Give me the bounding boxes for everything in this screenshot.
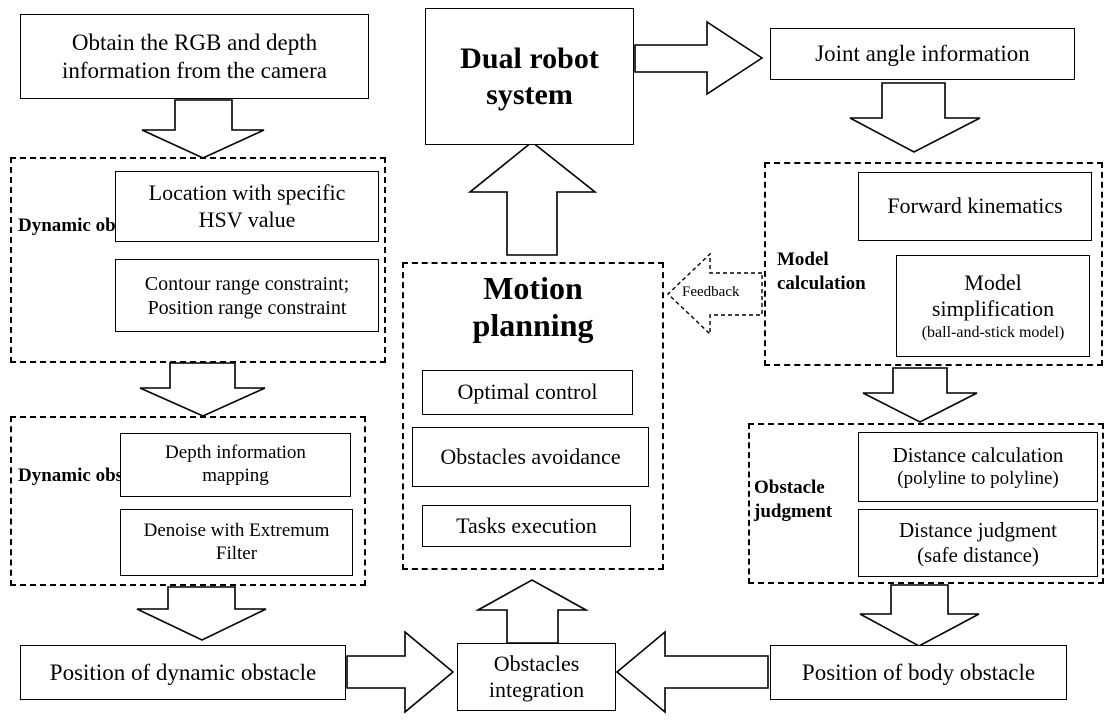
- arrow-integration-to-planning: [474, 579, 590, 644]
- arrow-dynamic-to-integration: [346, 630, 455, 714]
- depth-mapping-text: Depth information mapping: [165, 442, 306, 486]
- arrow-feedback: [666, 252, 763, 336]
- obstacles-integration-text: Obstacles integration: [488, 650, 585, 702]
- safe-distance-text: (safe distance): [917, 543, 1039, 567]
- depth-mapping-box: Depth information mapping: [120, 433, 351, 497]
- position-body-text: Position of body obstacle: [801, 659, 1036, 685]
- optimal-control-text: Optimal control: [457, 379, 598, 405]
- arrow-detection-to-location: [139, 362, 266, 417]
- position-dynamic-text: Position of dynamic obstacle: [49, 659, 317, 685]
- contour-constraint-text: Contour range constraint;: [144, 272, 350, 295]
- tasks-execution-text: Tasks execution: [456, 512, 597, 538]
- motion-planning-group: [402, 262, 664, 570]
- position-body-box: Position of body obstacle: [770, 645, 1067, 700]
- model-simplification-text: Model simplification: [931, 270, 1055, 322]
- obstacle-judgment-label: Obstacle judgment: [754, 477, 833, 522]
- dynamic-detection-group: [10, 157, 386, 363]
- feedback-label: Feedback: [682, 284, 740, 300]
- model-calculation-group: [764, 162, 1103, 366]
- dual-robot-box: Dual robot system: [425, 8, 634, 145]
- forward-kinematics-text: Forward kinematics: [887, 193, 1063, 219]
- distance-judgment-text: Distance judgment: [898, 517, 1058, 542]
- forward-kinematics-box: Forward kinematics: [858, 172, 1092, 241]
- position-dynamic-box: Position of dynamic obstacle: [20, 645, 346, 700]
- obtain-rgb-text: Obtain the RGB and depth information fro…: [61, 29, 328, 83]
- dual-robot-text: Dual robot system: [460, 41, 599, 111]
- arrow-model-to-judgment: [862, 367, 978, 423]
- obstacle-judgment-group: [748, 423, 1104, 584]
- arrow-location-to-position: [136, 586, 267, 641]
- denoise-box: Denoise with Extremum Filter: [120, 509, 353, 576]
- location-hsv-text: Location with specific HSV value: [148, 180, 346, 232]
- arrow-rgb-to-detection: [141, 99, 265, 159]
- arrow-judgment-to-body: [859, 584, 980, 647]
- obstacles-avoidance-box: Obstacles avoidance: [412, 427, 649, 487]
- location-hsv-box: Location with specific HSV value: [115, 171, 379, 242]
- distance-judgment-box: Distance judgment (safe distance): [858, 509, 1098, 577]
- optimal-control-box: Optimal control: [422, 370, 633, 415]
- polyline-text: (polyline to polyline): [897, 468, 1059, 490]
- obstacles-integration-box: Obstacles integration: [457, 643, 616, 711]
- ball-and-stick-text: (ball-and-stick model): [921, 323, 1065, 341]
- arrow-joint-to-model: [849, 82, 981, 153]
- denoise-text: Denoise with Extremum Filter: [143, 519, 330, 564]
- joint-angle-box: Joint angle information: [770, 28, 1075, 80]
- motion-planning-title: Motion planning: [472, 270, 594, 343]
- arrow-body-to-integration: [615, 630, 769, 714]
- position-constraint-text: Position range constraint: [147, 296, 347, 319]
- distance-calculation-box: Distance calculation (polyline to polyli…: [858, 432, 1098, 502]
- constraint-box: Contour range constraint; Position range…: [115, 259, 379, 332]
- arrow-planning-to-robot: [467, 140, 598, 256]
- tasks-execution-box: Tasks execution: [422, 505, 631, 547]
- model-simplification-box: Model simplification (ball-and-stick mod…: [896, 255, 1090, 357]
- dynamic-location-group: [10, 416, 366, 586]
- obtain-rgb-box: Obtain the RGB and depth information fro…: [20, 14, 369, 99]
- arrow-robot-to-joint: [634, 20, 764, 96]
- joint-angle-text: Joint angle information: [815, 41, 1030, 67]
- obstacles-avoidance-text: Obstacles avoidance: [440, 443, 621, 469]
- model-calculation-label: Model calculation: [777, 249, 866, 294]
- distance-calculation-text: Distance calculation: [892, 443, 1064, 467]
